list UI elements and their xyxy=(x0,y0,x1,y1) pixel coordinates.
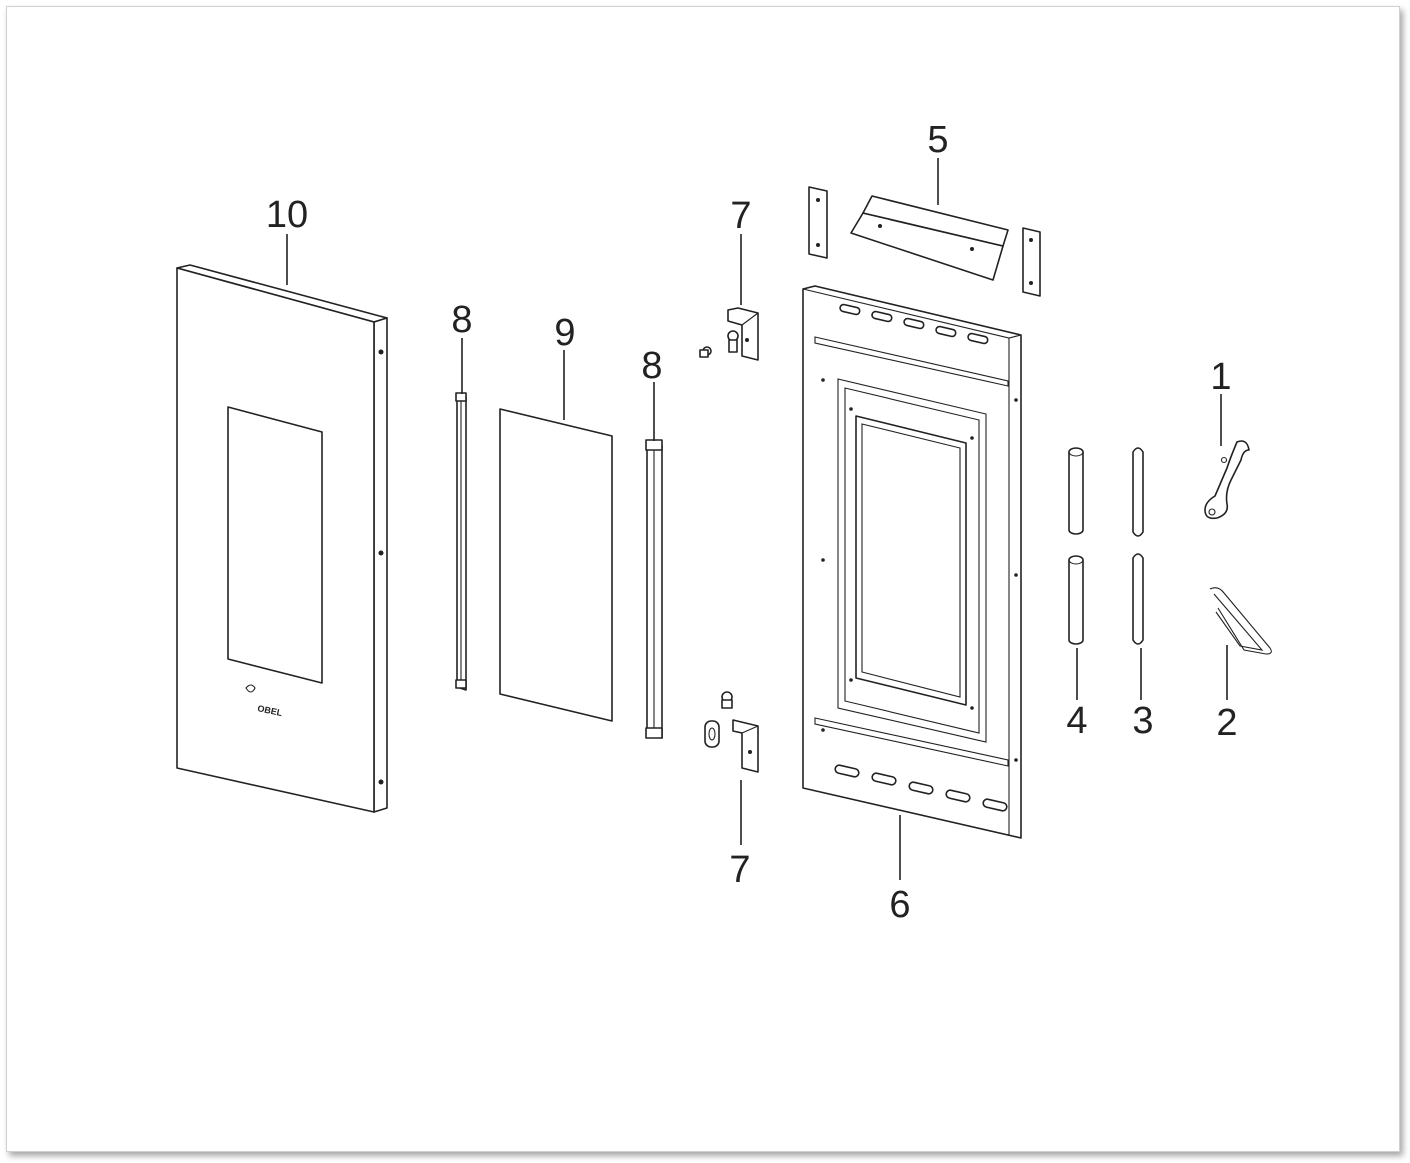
callout-8-right: 8 xyxy=(641,345,662,387)
part-2-wire-clip xyxy=(1209,587,1272,655)
part-6-inner-frame xyxy=(802,285,1022,839)
part-3-bars xyxy=(1132,447,1144,645)
callout-7-bottom: 7 xyxy=(729,849,750,891)
callout-4: 4 xyxy=(1066,700,1087,742)
leader-lines xyxy=(286,158,1228,880)
callout-3: 3 xyxy=(1132,700,1153,742)
callout-9: 9 xyxy=(554,312,575,354)
callout-2: 2 xyxy=(1216,702,1237,744)
part-9-glass-pane xyxy=(499,408,613,722)
callout-8-left: 8 xyxy=(451,299,472,341)
callout-1: 1 xyxy=(1210,356,1231,398)
part-10-door-panel: OBEL xyxy=(176,264,388,813)
callout-7-top: 7 xyxy=(730,195,751,237)
callout-5: 5 xyxy=(927,119,948,161)
part-4-rods xyxy=(1068,447,1084,645)
part-5-top-rail xyxy=(808,186,1041,297)
callout-10: 10 xyxy=(266,194,308,236)
part-8-seal-strip-left xyxy=(455,392,467,691)
part-7-hinge-bracket-top xyxy=(699,307,759,361)
part-8-seal-strip-right xyxy=(645,439,663,739)
part-7-hinge-bracket-bottom xyxy=(704,691,759,773)
callout-labels: 10 8 9 8 7 7 5 6 1 2 3 4 xyxy=(266,119,1238,926)
part-1-hook xyxy=(1204,440,1250,520)
callout-6: 6 xyxy=(889,884,910,926)
